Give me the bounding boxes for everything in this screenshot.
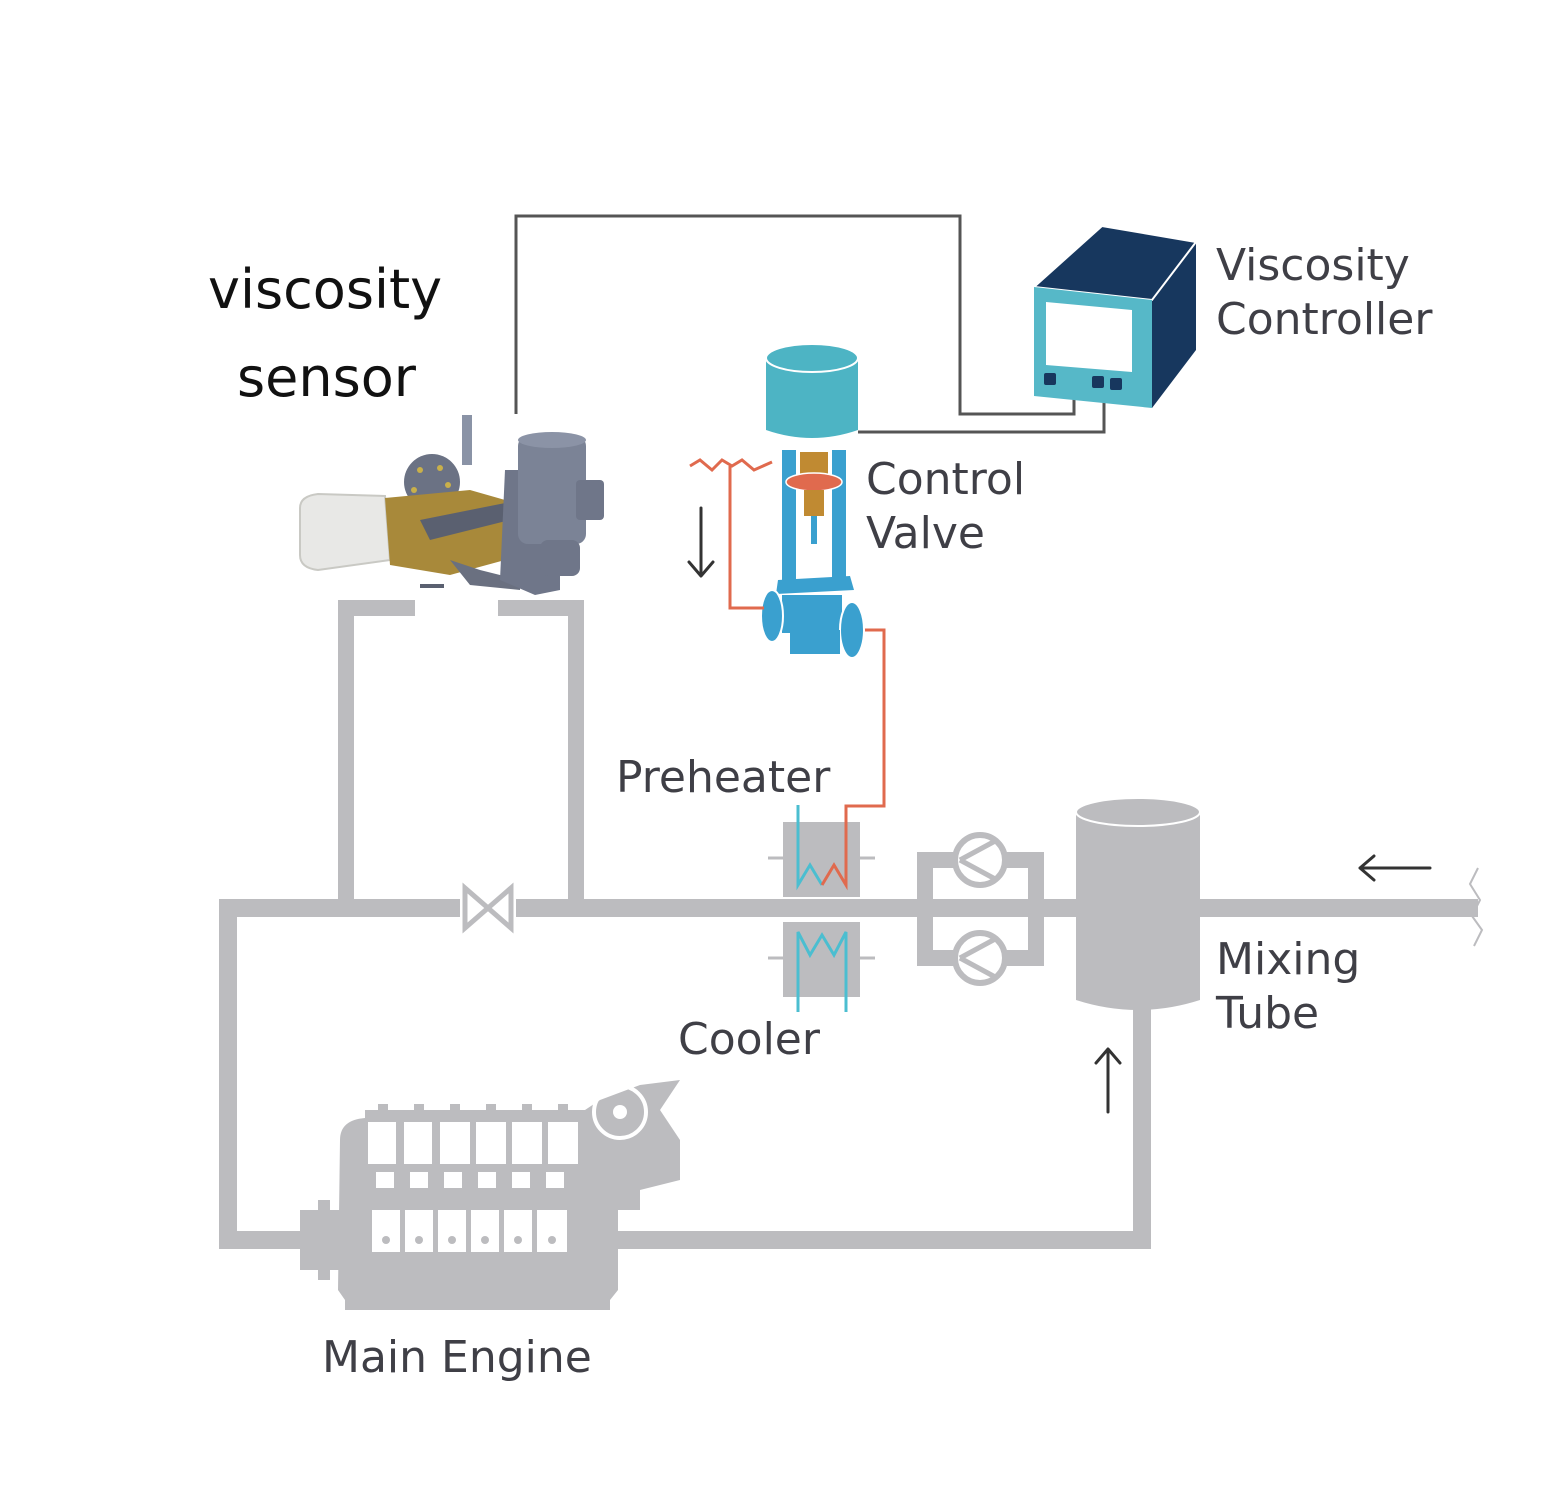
engine-return-pipe: [600, 1000, 1151, 1249]
arrow-down-icon: [687, 506, 715, 578]
valve-signal-wire: [858, 400, 1106, 434]
sensor-signal-wire: [514, 214, 1076, 416]
controller-label-line1: Viscosity: [1216, 240, 1410, 291]
mixing-tube-icon[interactable]: [1075, 797, 1201, 1010]
signal-wires: [514, 214, 1106, 434]
pump-icon-lower[interactable]: [952, 930, 1008, 986]
sensor-outlet-branch: [498, 600, 584, 908]
mixing-tube-label-line2: Tube: [1215, 988, 1319, 1039]
control-valve-label-line2: Valve: [866, 508, 985, 559]
control-valve-icon[interactable]: [760, 343, 865, 659]
pump-icon-upper[interactable]: [952, 832, 1008, 888]
pipe-break-mark: [1468, 867, 1484, 947]
engine-icon[interactable]: [300, 1080, 680, 1310]
preheater-icon[interactable]: [768, 628, 886, 897]
arrow-left-icon: [1358, 854, 1432, 882]
viscosity-sensor-label-line1: viscosity: [208, 258, 442, 321]
sensor-inlet-branch: [338, 600, 415, 908]
controller-box-icon[interactable]: [1031, 224, 1198, 408]
preheater-label: Preheater: [616, 752, 831, 803]
heating-medium-line: [689, 458, 773, 610]
mixing-tube-label-line1: Mixing: [1216, 934, 1360, 985]
control-valve-label-line1: Control: [866, 454, 1025, 505]
main-engine-label: Main Engine: [322, 1332, 592, 1383]
gate-valve-icon[interactable]: [460, 882, 516, 934]
cooler-label: Cooler: [678, 1014, 821, 1065]
viscosity-sensor-label-line2: sensor: [237, 346, 417, 409]
engine-supply-pipe: [219, 899, 330, 1249]
controller-label-line2: Controller: [1216, 294, 1433, 345]
sensor-device-photo[interactable]: [299, 415, 604, 595]
arrow-up-icon: [1094, 1047, 1122, 1114]
cooler-icon[interactable]: [768, 922, 875, 1012]
piping: [219, 600, 1484, 1249]
